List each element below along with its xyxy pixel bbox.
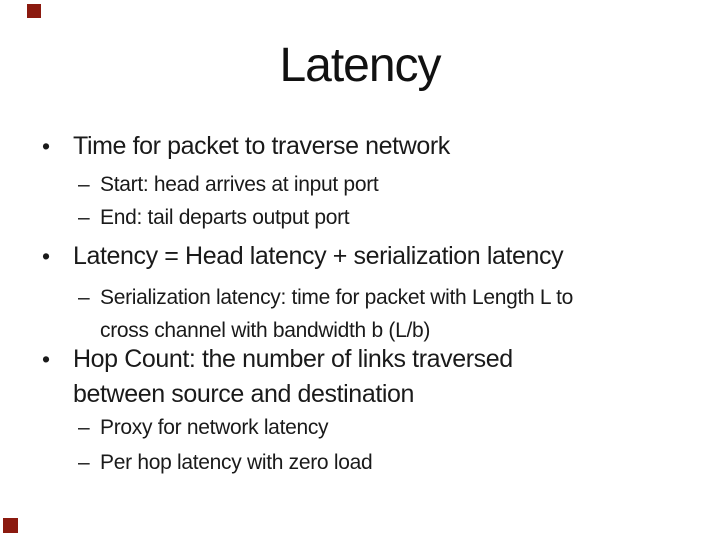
sub-bullet-text: Serialization latency: time for packet w…: [100, 286, 573, 309]
bullet-text: Hop Count: the number of links traversed: [73, 345, 513, 373]
dash-icon: –: [78, 206, 90, 229]
dash-icon: –: [78, 451, 90, 474]
slide-decoration-square-top-left: [27, 4, 41, 18]
dash-icon: –: [78, 286, 90, 309]
dash-icon: –: [78, 173, 90, 196]
sub-bullet-text: Per hop latency with zero load: [100, 451, 373, 474]
sub-bullet-item: – End: tail departs output port: [78, 201, 350, 234]
dash-icon: –: [78, 416, 90, 439]
bullet-icon: •: [42, 133, 50, 159]
bullet-item: • Latency = Head latency + serialization…: [42, 239, 564, 274]
bullet-text: Latency = Head latency + serialization l…: [73, 242, 564, 270]
sub-bullet-text: Start: head arrives at input port: [100, 173, 379, 196]
slide-title: Latency: [279, 39, 441, 92]
sub-bullet-text: End: tail departs output port: [100, 206, 350, 229]
sub-bullet-text-wrap: cross channel with bandwidth b (L/b): [100, 319, 431, 342]
bullet-icon: •: [42, 243, 50, 269]
sub-bullet-text: Proxy for network latency: [100, 416, 329, 439]
bullet-item: • Hop Count: the number of links travers…: [42, 342, 513, 412]
sub-bullet-item: – Serialization latency: time for packet…: [78, 281, 573, 347]
sub-bullet-item: – Proxy for network latency: [78, 411, 329, 444]
bullet-text: Time for packet to traverse network: [73, 132, 450, 160]
bullet-icon: •: [42, 346, 50, 372]
bullet-item: • Time for packet to traverse network: [42, 129, 450, 164]
slide-decoration-square-bottom-left: [3, 518, 18, 533]
bullet-text-wrap: between source and destination: [73, 380, 415, 408]
sub-bullet-item: – Start: head arrives at input port: [78, 168, 379, 201]
sub-bullet-item: – Per hop latency with zero load: [78, 446, 373, 479]
